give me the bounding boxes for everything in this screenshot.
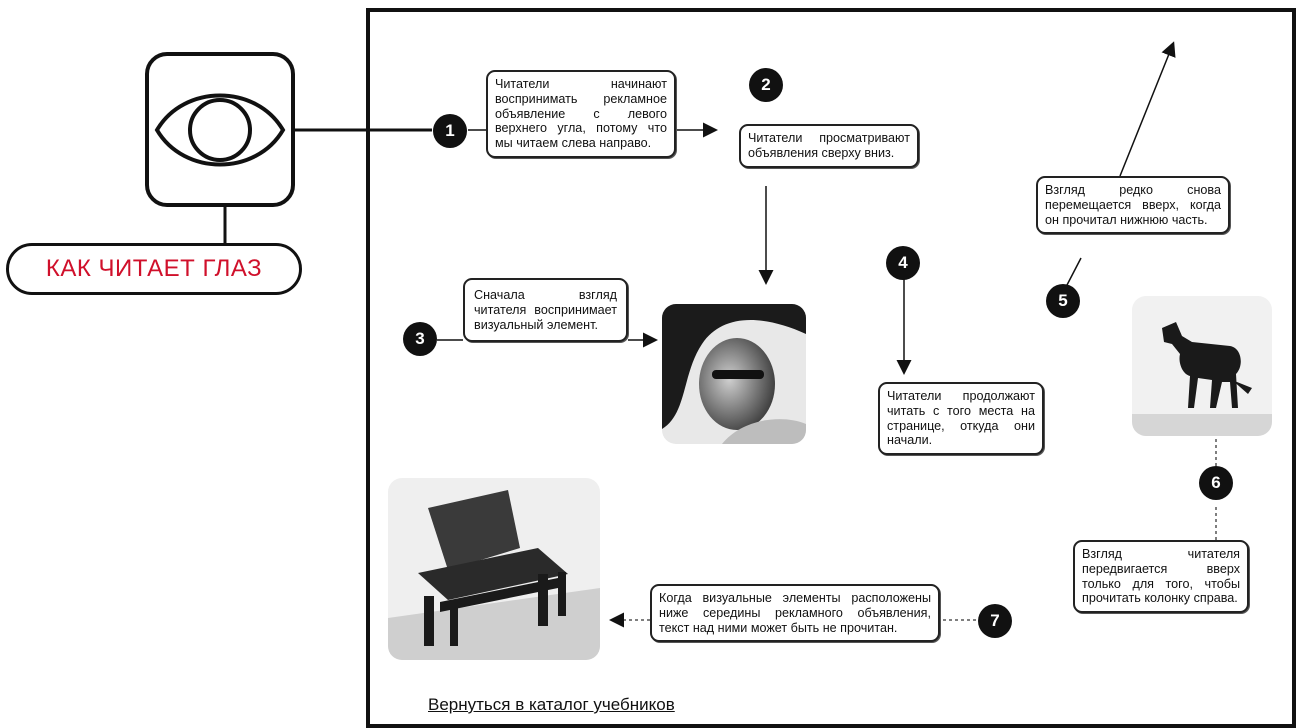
eye-icon [154,93,286,167]
step-5-note: Взгляд редко снова перемещается вверх, к… [1036,176,1230,235]
chair-photo [388,478,600,660]
step-5-marker: 5 [1046,284,1080,318]
diagram-title: КАК ЧИТАЕТ ГЛАЗ [6,243,302,295]
step-2-note: Читатели просматривают объявления сверху… [739,124,919,168]
step-4-marker: 4 [886,246,920,280]
horse-photo [1132,296,1272,436]
back-to-catalog-link[interactable]: Вернуться в каталог учебников [428,695,675,714]
step-6-note: Взгляд читателя передвигается вверх толь… [1073,540,1249,614]
step-3-note: Сначала взгляд читателя воспринимает виз… [463,278,628,343]
step-7-note: Когда визуальные элементы расположены ни… [650,584,940,643]
step-2-marker: 2 [749,68,783,102]
eye-box [145,52,295,207]
woman-photo [662,304,806,444]
step-3-marker: 3 [403,322,437,356]
flow-arrows [223,41,1224,628]
step-6-marker: 6 [1199,466,1233,500]
step-1-note: Читатели начинают воспринимать рекламное… [486,70,676,158]
step-4-note: Читатели продолжают читать с того места … [878,382,1044,456]
step-1-marker: 1 [433,114,467,148]
step-7-marker: 7 [978,604,1012,638]
